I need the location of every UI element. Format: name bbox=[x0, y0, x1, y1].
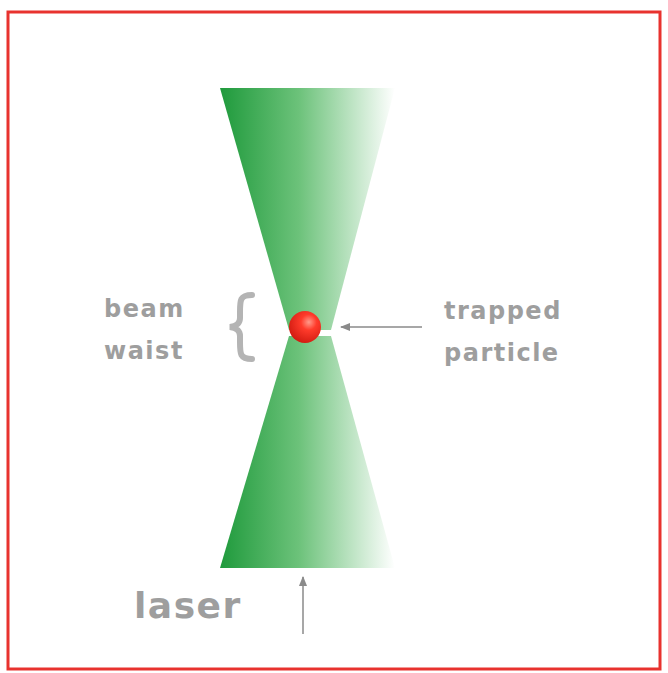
trapped-particle-sphere bbox=[289, 311, 321, 343]
beam-waist-label: beam waist bbox=[104, 288, 204, 372]
lower-beam-cone bbox=[220, 336, 395, 568]
frame-border bbox=[8, 12, 660, 669]
waist-brace bbox=[230, 295, 252, 359]
laser-label: laser bbox=[134, 584, 334, 628]
particle-leader-arrow bbox=[341, 326, 422, 328]
laser-arrow bbox=[302, 577, 304, 634]
trapped-particle-label: trapped particle bbox=[444, 290, 584, 374]
